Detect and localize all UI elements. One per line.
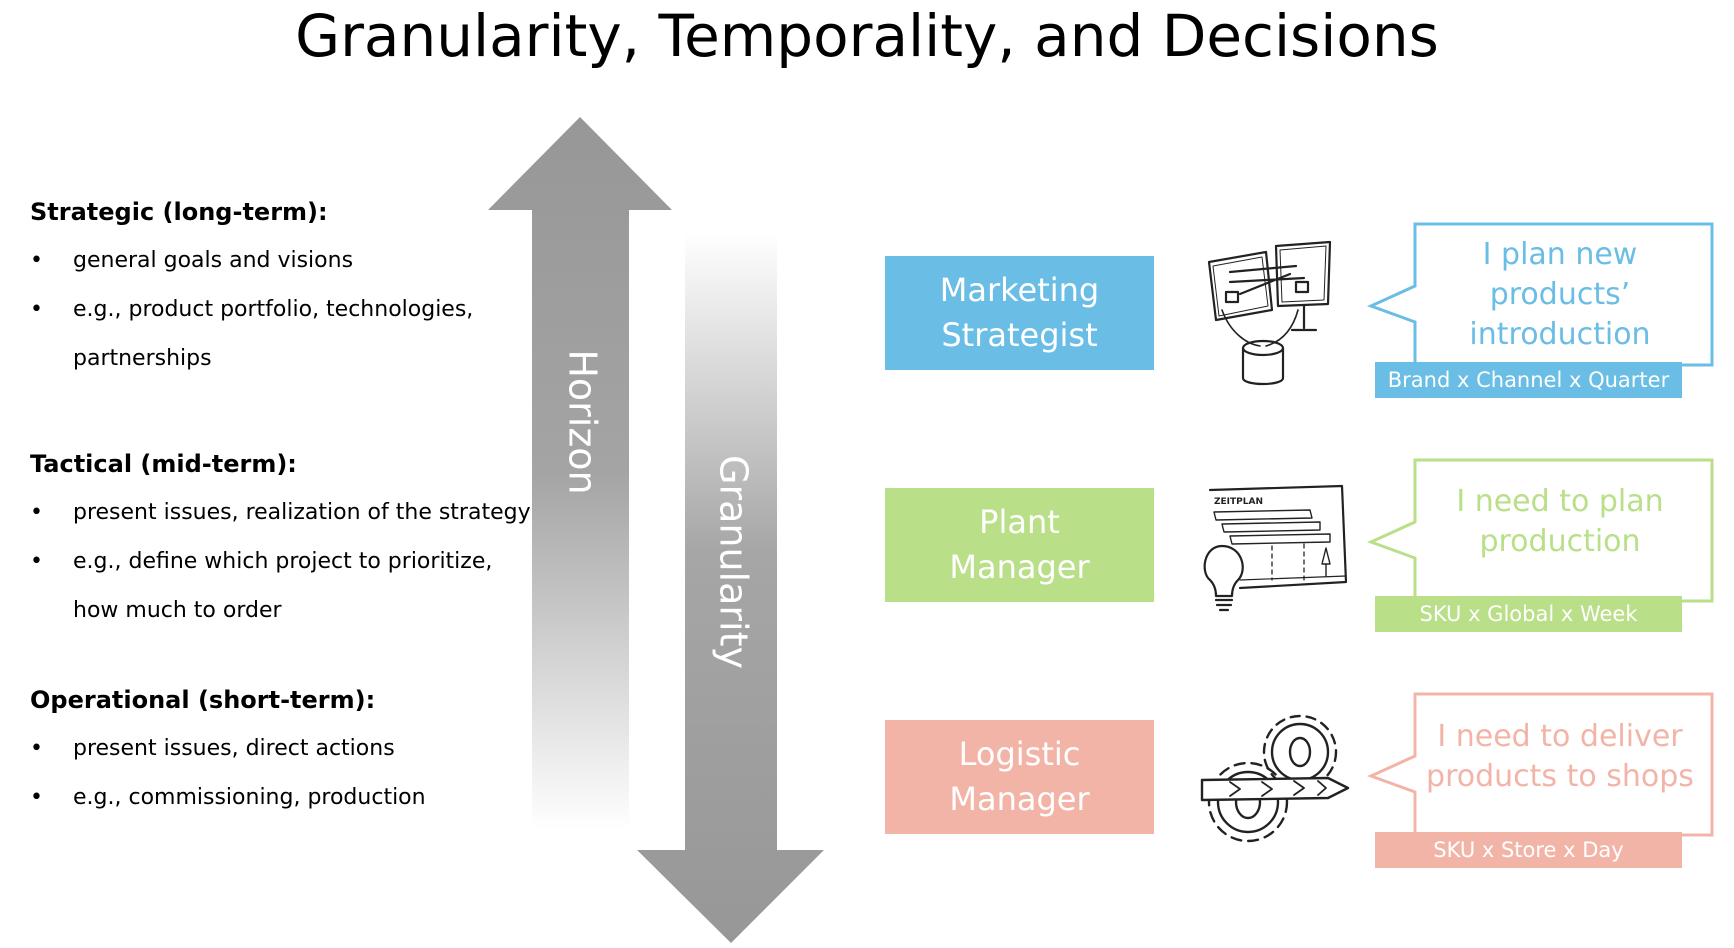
bullet-text: e.g., define which project to prioritize… — [73, 549, 493, 574]
speech-line: I need to plan — [1456, 484, 1664, 519]
speech-bubble-icon — [1367, 458, 1714, 603]
level-heading: Operational (short-term): — [30, 686, 376, 714]
granularity-arrow-icon — [637, 232, 824, 943]
granularity-label: Granularity — [712, 455, 756, 669]
bullet-text: e.g., product portfolio, technologies, — [73, 297, 474, 322]
role-name-line: Plant — [979, 503, 1060, 541]
bullet-item: • general goals and visions — [30, 236, 550, 285]
horizon-label: Horizon — [561, 349, 605, 494]
bullet-text: present issues, realization of the strat… — [73, 500, 531, 525]
speech-line: I need to deliver — [1437, 719, 1683, 754]
bullet-continuation: how much to order — [73, 598, 282, 623]
gears-process-icon — [1200, 702, 1360, 862]
granularity-tag: SKU x Store x Day — [1375, 832, 1682, 868]
bullet-icon: • — [30, 785, 43, 810]
role-name-line: Strategist — [941, 316, 1098, 354]
bullet-icon: • — [30, 549, 43, 574]
level-operational: Operational (short-term): • present issu… — [30, 686, 550, 822]
bullet-text: e.g., commissioning, production — [73, 785, 426, 810]
role-name-line: Manager — [949, 780, 1090, 818]
speech-bubble-icon — [1367, 692, 1714, 837]
small-gear-icon — [1207, 761, 1289, 843]
bullet-icon: • — [30, 500, 43, 525]
role-plant-manager: Plant Manager — [885, 488, 1154, 602]
whiteboard-database-icon — [1200, 232, 1360, 392]
bullet-text: present issues, direct actions — [73, 736, 395, 761]
role-name-line: Logistic — [958, 735, 1081, 773]
speech-line: I plan new — [1482, 236, 1638, 272]
speech-line: products to shops — [1426, 759, 1694, 794]
speech-bubble-plant: I need to plan production — [1365, 458, 1715, 608]
role-name-line: Marketing — [939, 271, 1100, 309]
bullet-icon: • — [30, 297, 43, 322]
bullet-item: • present issues, realization of the str… — [30, 488, 550, 537]
speech-bubble-marketing: I plan new products’ introduction — [1365, 222, 1715, 372]
bullet-text: general goals and visions — [73, 248, 354, 273]
horizon-granularity-arrows: Horizon Granularity — [488, 117, 824, 943]
granularity-tag: SKU x Global x Week — [1375, 596, 1682, 632]
level-tactical: Tactical (mid-term): • present issues, r… — [30, 450, 550, 635]
bullet-icon: • — [30, 248, 43, 273]
bullet-continuation: partnerships — [73, 346, 212, 371]
bullet-item: • e.g., commissioning, production — [30, 773, 550, 822]
speech-line: products’ — [1489, 276, 1631, 312]
role-logistic-manager: Logistic Manager — [885, 720, 1154, 834]
speech-line: introduction — [1469, 316, 1651, 352]
level-strategic: Strategic (long-term): • general goals a… — [30, 198, 550, 383]
bullet-item: • e.g., define which project to prioriti… — [30, 537, 550, 586]
speech-bubble-icon — [1367, 222, 1714, 367]
schedule-lightbulb-icon: ZEITPLAN — [1200, 472, 1360, 632]
level-heading: Tactical (mid-term): — [30, 450, 297, 478]
speech-bubble-logistic: I need to deliver products to shops — [1365, 692, 1715, 842]
bullet-item: • e.g., product portfolio, technologies, — [30, 285, 550, 334]
page-title: Granularity, Temporality, and Decisions — [295, 2, 1439, 70]
role-marketing-strategist: Marketing Strategist — [885, 256, 1154, 370]
bullet-item: • present issues, direct actions — [30, 724, 550, 773]
bullet-icon: • — [30, 736, 43, 761]
granularity-tag: Brand x Channel x Quarter — [1375, 362, 1682, 398]
role-name-line: Manager — [949, 548, 1090, 586]
schedule-label: ZEITPLAN — [1214, 497, 1263, 507]
speech-line: production — [1479, 524, 1641, 559]
level-heading: Strategic (long-term): — [30, 198, 328, 226]
horizon-arrow-icon — [488, 117, 672, 830]
